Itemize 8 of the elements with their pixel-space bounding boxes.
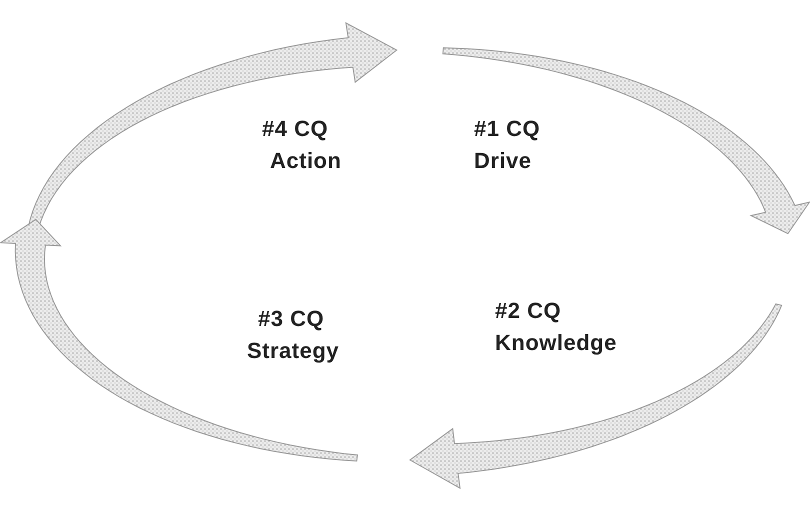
step-name: Drive	[474, 150, 532, 172]
step-name: Knowledge	[495, 332, 617, 354]
step-name: Action	[270, 150, 342, 172]
step-name: Strategy	[247, 340, 340, 362]
step-number: #1 CQ	[474, 118, 540, 140]
step-number: #4 CQ	[262, 118, 328, 140]
step-number: #2 CQ	[495, 300, 562, 322]
step-number: #3 CQ	[258, 308, 324, 330]
